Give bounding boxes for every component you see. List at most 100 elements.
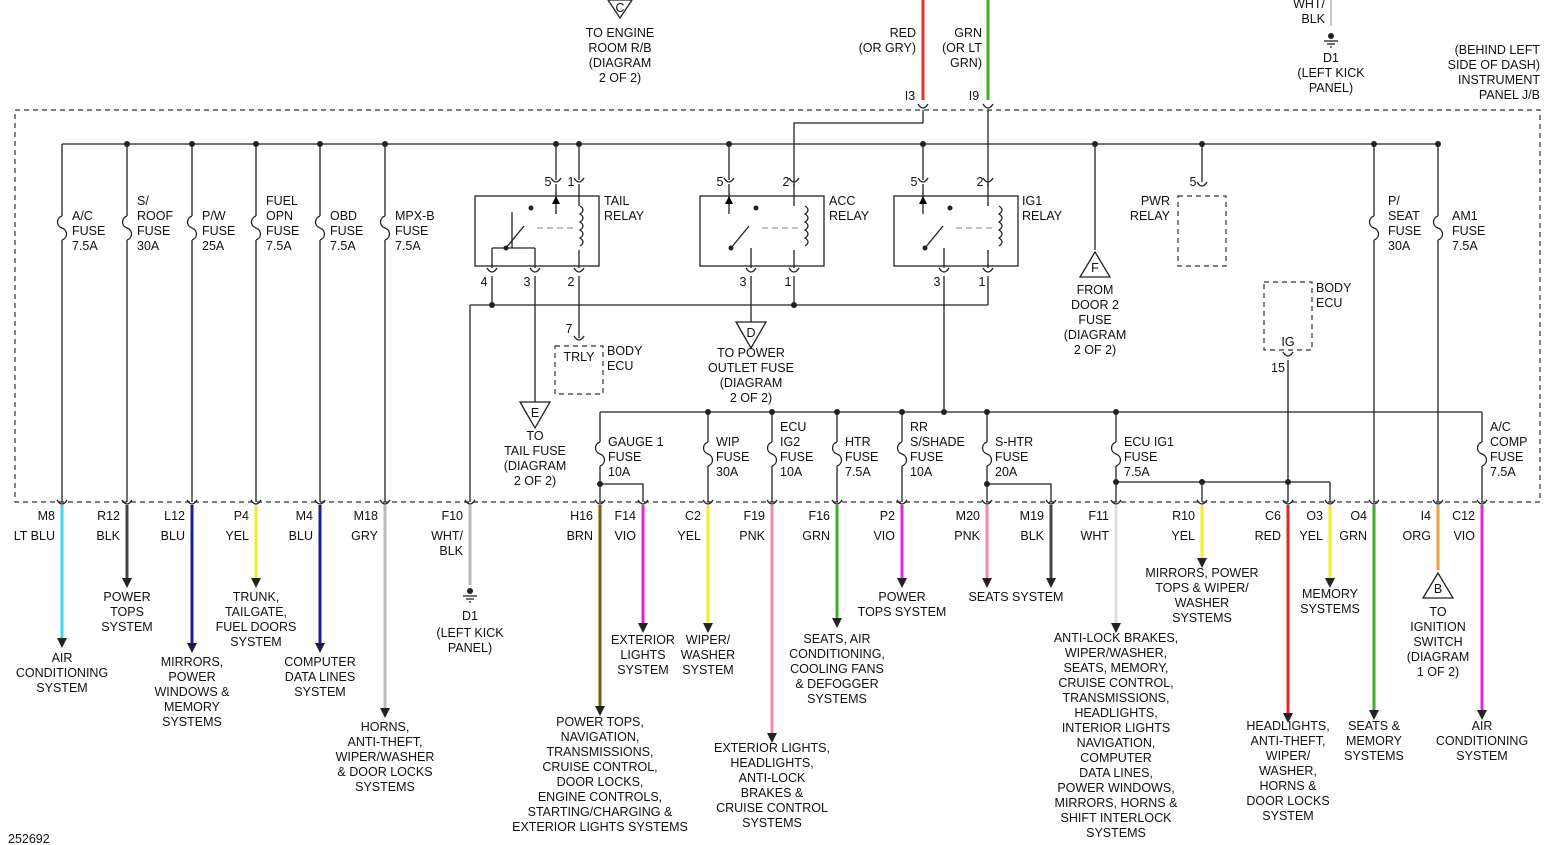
wire-h16-color-label: BRN <box>567 529 593 543</box>
ground-f10-dot <box>467 588 473 594</box>
pin-f16-terminal <box>831 499 843 505</box>
pin-p4: P4 <box>234 509 249 523</box>
pin-m4: M4 <box>296 509 313 523</box>
pin-r10-terminal <box>1196 499 1208 505</box>
wires-layer <box>56 0 1488 743</box>
wire-f19-color-label: PNK <box>739 529 765 543</box>
wire-f16-color-label: GRN <box>802 529 830 543</box>
fuse-gauge1 <box>594 441 606 467</box>
junction-dot <box>489 302 495 308</box>
fuse-ecuig2 <box>766 441 778 467</box>
pin-f14-terminal <box>637 499 649 505</box>
dest-c6: HEADLIGHTS,ANTI-THEFT,WIPER/WASHER,HORNS… <box>1246 719 1329 823</box>
pin-i4: I4 <box>1421 509 1431 523</box>
acc-relay-pin1: 1 <box>785 275 792 289</box>
ref-c-letter: C <box>615 1 624 15</box>
arrow-head <box>57 638 67 648</box>
acc-relay-pin3: 3 <box>740 275 747 289</box>
arrow-head <box>595 706 605 716</box>
connector-terminal <box>573 267 585 273</box>
trly-pin: 7 <box>566 322 573 336</box>
pin-o3-terminal <box>1324 499 1336 505</box>
wire-gauge-f14 <box>600 483 644 502</box>
pwr-relay-pin5: 5 <box>1190 175 1197 189</box>
acc-relay-coil <box>803 205 809 247</box>
fuse-shtr <box>981 441 993 467</box>
pin-r12-terminal <box>121 499 133 505</box>
fuse-wip <box>702 441 714 467</box>
fuse-fuel <box>250 215 262 241</box>
tail-relay-pin4: 4 <box>481 275 488 289</box>
connector-terminal <box>1196 181 1208 187</box>
connector-terminal <box>938 267 950 273</box>
pin-c6: C6 <box>1265 509 1281 523</box>
fuse-rrshade <box>896 441 908 467</box>
ig1-relay-switch-contact <box>947 205 953 211</box>
arrow-head <box>315 643 325 653</box>
pin-i3: I3 <box>905 89 915 103</box>
pin-f16: F16 <box>808 509 830 523</box>
ref-f <box>1078 250 1112 278</box>
top-ground-dot <box>1328 33 1334 39</box>
wire-r12-color-label: BLK <box>96 529 120 543</box>
tail-relay-box <box>474 195 600 267</box>
pin-r10: R10 <box>1172 509 1195 523</box>
pin-m20: M20 <box>956 509 980 523</box>
arrow-head <box>380 708 390 718</box>
connector-terminal <box>723 177 735 183</box>
fuse-mpxb <box>379 215 391 241</box>
fuse-ac <box>56 215 68 241</box>
pin-l12-terminal <box>186 499 198 505</box>
wire-i3-acc <box>793 122 923 187</box>
dest-m20: SEATS SYSTEM <box>969 590 1064 604</box>
tail-relay-coil <box>578 205 584 247</box>
pin-i9-terminal <box>982 103 994 109</box>
acc-relay-box <box>699 195 825 267</box>
pin-p2: P2 <box>880 509 895 523</box>
body-ecu-ig-box <box>1263 281 1313 351</box>
wire-shtr-m19 <box>987 483 1052 502</box>
arrow-head <box>767 733 777 743</box>
wire-m8-color-label: LT BLU <box>14 529 55 543</box>
wire-i3-label: RED(OR GRY) <box>859 26 916 55</box>
pin-c6-terminal <box>1282 499 1294 505</box>
connector-terminal <box>982 177 994 183</box>
pin-m19: M19 <box>1020 509 1044 523</box>
arrow-head <box>1046 578 1056 588</box>
tail-relay-pin2: 2 <box>568 275 575 289</box>
wire-f14-color-label: VIO <box>614 529 636 543</box>
body-ecu-trly-box <box>554 345 604 395</box>
wire-f11-color-label: WHT <box>1081 529 1110 543</box>
pin-m4-terminal <box>314 499 326 505</box>
fuse-pseat <box>1368 215 1380 241</box>
wire-f10-color-label: WHT/BLK <box>431 529 464 558</box>
connector-terminal <box>788 177 800 183</box>
pin-f19-terminal <box>766 499 778 505</box>
